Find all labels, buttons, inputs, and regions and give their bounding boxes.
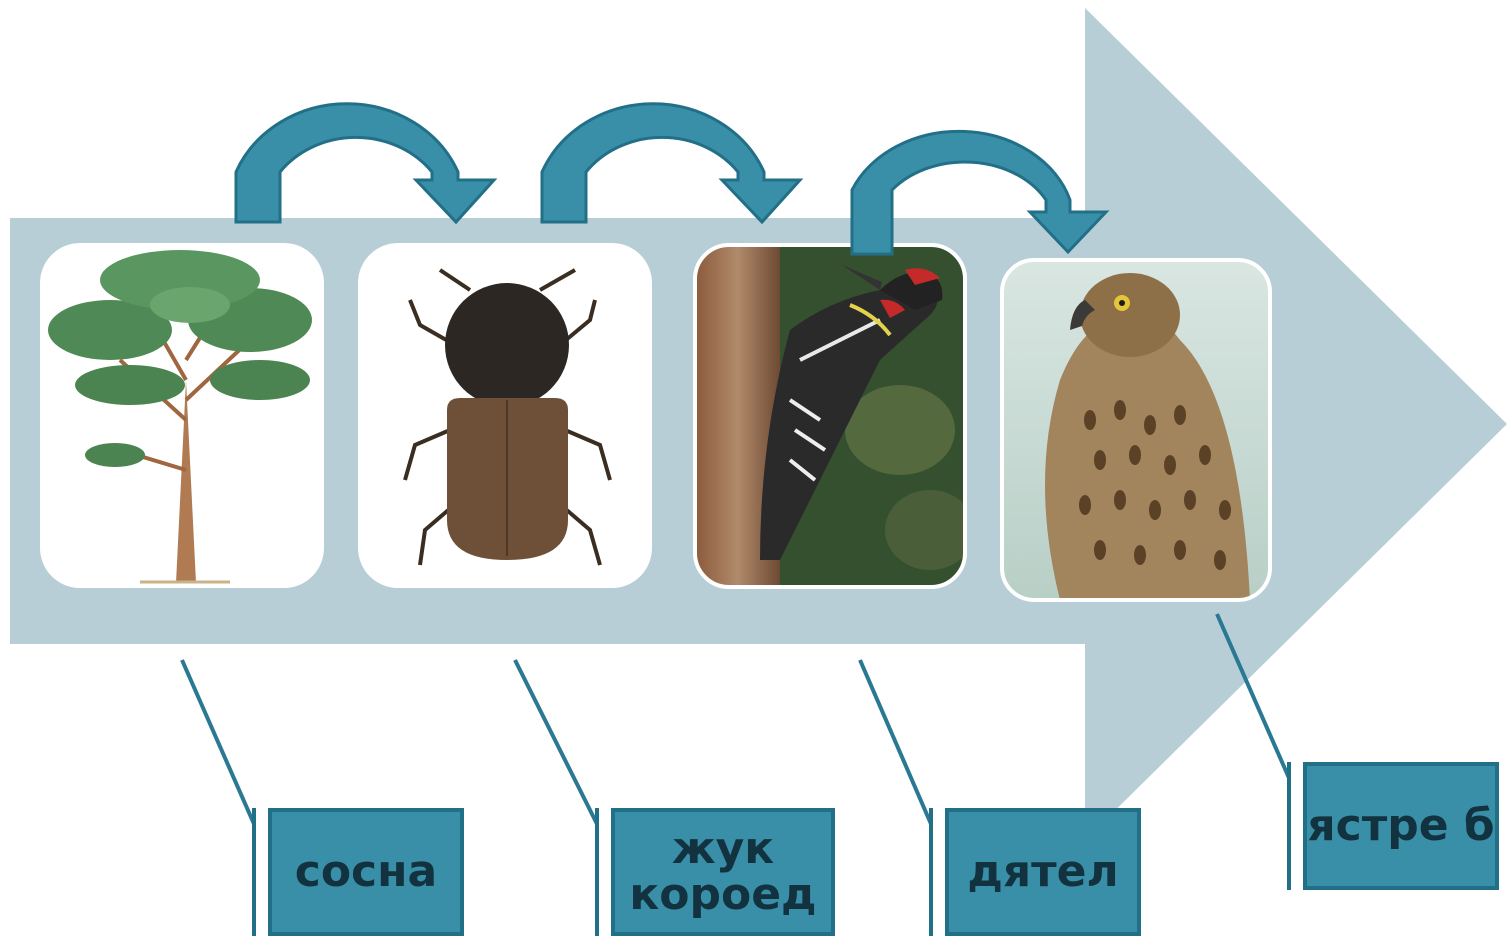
label-bar-2 <box>595 808 599 936</box>
curved-arrow-1 <box>236 104 494 222</box>
woodpecker-image <box>695 245 975 587</box>
label-dyatel: дятел <box>945 808 1141 936</box>
bark-beetle-image <box>358 243 652 588</box>
connector-line-1 <box>182 660 254 824</box>
connector-line-3 <box>860 660 931 824</box>
label-bar-1 <box>252 808 256 936</box>
label-yastreb: ястре б <box>1303 762 1499 890</box>
curved-arrow-2 <box>542 104 800 222</box>
connector-line-2 <box>515 660 597 824</box>
pine-tree-image <box>40 243 324 588</box>
label-zhuk-koroed: жук короед <box>611 808 835 936</box>
hawk-image <box>1002 260 1270 600</box>
label-bar-3 <box>929 808 933 936</box>
label-bar-4 <box>1287 762 1291 890</box>
label-sosna: сосна <box>268 808 464 936</box>
